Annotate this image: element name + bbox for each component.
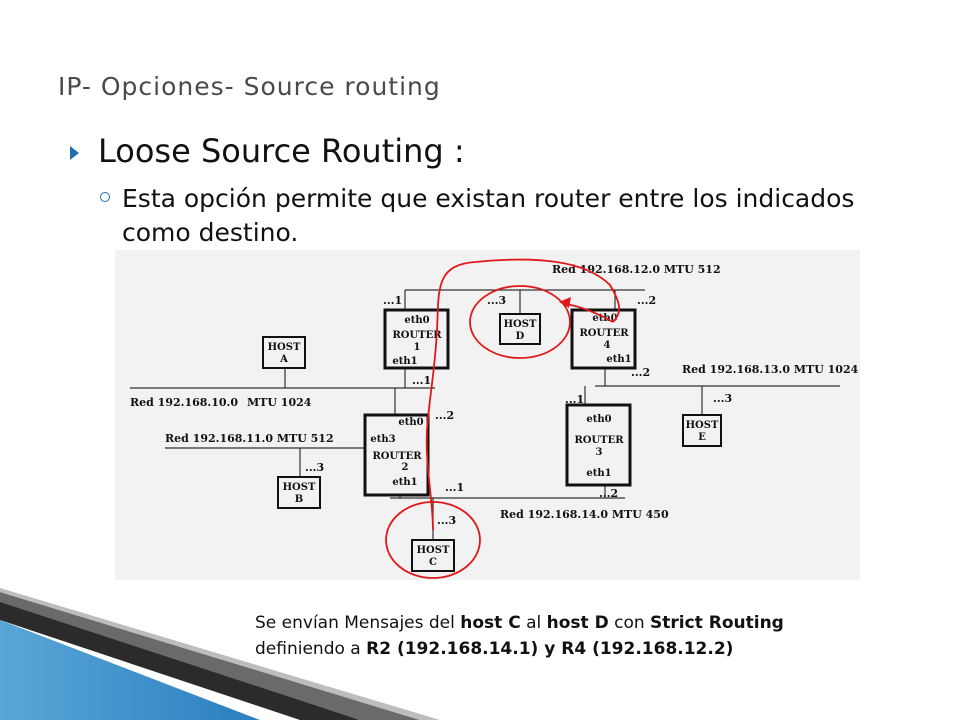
router-2-eth1: eth1 [392,477,417,488]
port-12-3: ...3 [487,294,506,307]
router-3-box [565,403,632,487]
bullet-level-2-text: Esta opción permite que existan router e… [122,184,855,247]
router-3-name: ROUTER [574,435,624,446]
router-1-name: ROUTER [392,330,442,341]
port-14-2: ...2 [599,487,618,500]
net-11-label: Red 192.168.11.0 MTU 512 [165,432,334,445]
router-1-number: 1 [414,342,421,353]
host-c-letter: C [429,557,437,568]
network-diagram-svg: HOST A HOST B HOST C HOST D HOST E eth0 … [130,258,859,579]
net-10-label: Red 192.168.10.0 [130,396,238,409]
route-path [425,258,620,531]
slide-title: IP- Opciones- Source routing [58,72,441,101]
host-a-letter: A [279,354,288,365]
port-13-3: ...3 [713,392,732,405]
router-2-number: 2 [402,462,409,473]
decorative-swoosh [0,588,440,720]
host-b-box [277,476,321,509]
circle-bullet-icon [100,192,110,202]
bullet-level-1-text: Loose Source Routing : [98,132,465,170]
host-e-box [682,414,722,447]
net-10-mtu-label: MTU 1024 [247,396,312,409]
port-10-2: ...2 [435,409,454,422]
port-11-3: ...3 [305,461,324,474]
blue-wedge [0,620,260,720]
router-1-eth1: eth1 [392,356,417,367]
router-1-eth0: eth0 [404,315,429,326]
host-d-letter: D [516,331,525,342]
router-4-box [570,308,637,370]
net-14-label: Red 192.168.14.0 MTU 450 [500,508,669,521]
host-b-label: HOST [283,482,316,493]
port-12-1: ...1 [383,294,402,307]
port-13-1: ...1 [565,393,584,406]
host-c-box [411,539,455,572]
network-diagram: HOST A HOST B HOST C HOST D HOST E eth0 … [115,250,860,580]
caption-line-1: Se envían Mensajes del host C al host D … [255,613,784,633]
router-4-number: 4 [604,340,611,351]
router-3-number: 3 [596,447,603,458]
host-c-label: HOST [417,545,450,556]
net-12-label: Red 192.168.12.0 MTU 512 [552,263,721,276]
host-a-box [262,336,306,369]
host-b-letter: B [295,494,303,505]
router-2-eth3: eth3 [370,434,395,445]
router-4-name: ROUTER [579,328,629,339]
net-13-label: Red 192.168.13.0 MTU 1024 [682,363,859,376]
host-d-highlight-circle [469,285,571,359]
caption: Se envían Mensajes del host C al host D … [255,610,784,662]
port-13-2: ...2 [631,366,650,379]
router-3-eth0: eth0 [586,414,611,425]
port-14-1: ...1 [445,481,464,494]
host-a-label: HOST [268,342,301,353]
light-wedge [0,588,440,720]
route-arrow-icon [559,297,571,308]
host-d-label: HOST [504,319,537,330]
caption-line-2: definiendo a R2 (192.168.14.1) y R4 (192… [255,639,734,659]
port-12-2: ...2 [637,294,656,307]
host-c-highlight-circle [385,501,481,579]
router-4-eth1: eth1 [606,354,631,365]
router-2-name: ROUTER [372,451,422,462]
router-3-eth1: eth1 [586,468,611,479]
port-10-1: ...1 [412,374,431,387]
router-2-eth0: eth0 [398,417,423,428]
triangle-bullet-icon [70,146,79,160]
host-d-box [499,313,541,345]
port-14-3: ...3 [437,514,456,527]
host-e-label: HOST [686,420,719,431]
host-e-letter: E [698,432,706,443]
